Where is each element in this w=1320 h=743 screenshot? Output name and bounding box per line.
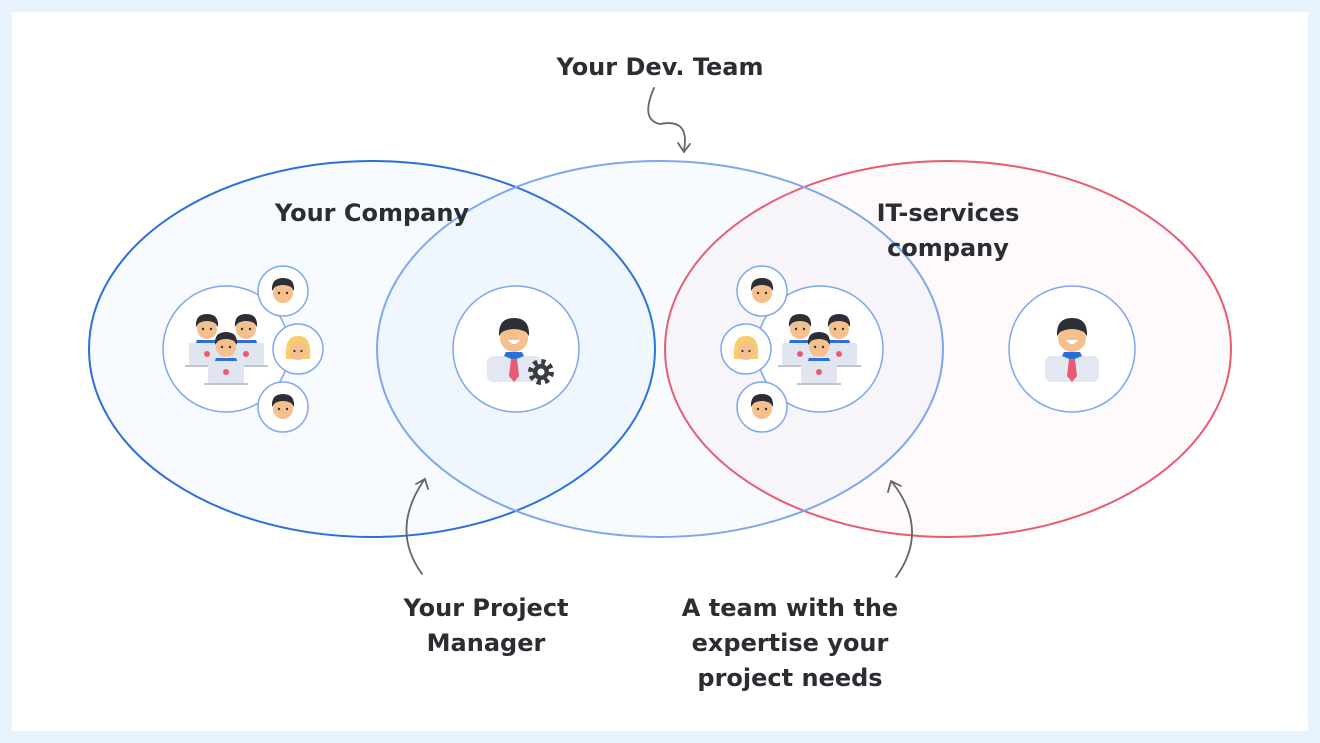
project-manager-avatar bbox=[452, 285, 580, 413]
it-services-ellipse bbox=[664, 160, 1232, 538]
it-services-label-line1: IT-services bbox=[876, 199, 1020, 227]
company-team-group bbox=[162, 265, 324, 433]
dev-team-arrow bbox=[647, 87, 691, 154]
dev-team-ellipse bbox=[376, 160, 944, 538]
pm-line2: Manager bbox=[426, 629, 546, 657]
it-services-label: IT-services company bbox=[798, 196, 1098, 266]
team-arrow bbox=[887, 479, 913, 578]
team-line1: A team with the bbox=[681, 594, 899, 622]
team-annotation: A team with the expertise your project n… bbox=[640, 591, 940, 696]
team-line2: expertise your bbox=[691, 629, 889, 657]
it-services-label-line2: company bbox=[887, 234, 1009, 262]
project-manager-annotation: Your Project Manager bbox=[336, 591, 636, 661]
team-line3: project needs bbox=[697, 664, 883, 692]
dev-team-title: Your Dev. Team bbox=[556, 53, 764, 81]
vendor-manager-avatar bbox=[1008, 285, 1136, 413]
gear-icon bbox=[528, 359, 554, 385]
pm-line1: Your Project bbox=[403, 594, 569, 622]
pm-arrow bbox=[405, 477, 429, 575]
vendor-team-group bbox=[720, 265, 884, 433]
your-company-label: Your Company bbox=[274, 199, 470, 227]
your-company-ellipse bbox=[88, 160, 656, 538]
